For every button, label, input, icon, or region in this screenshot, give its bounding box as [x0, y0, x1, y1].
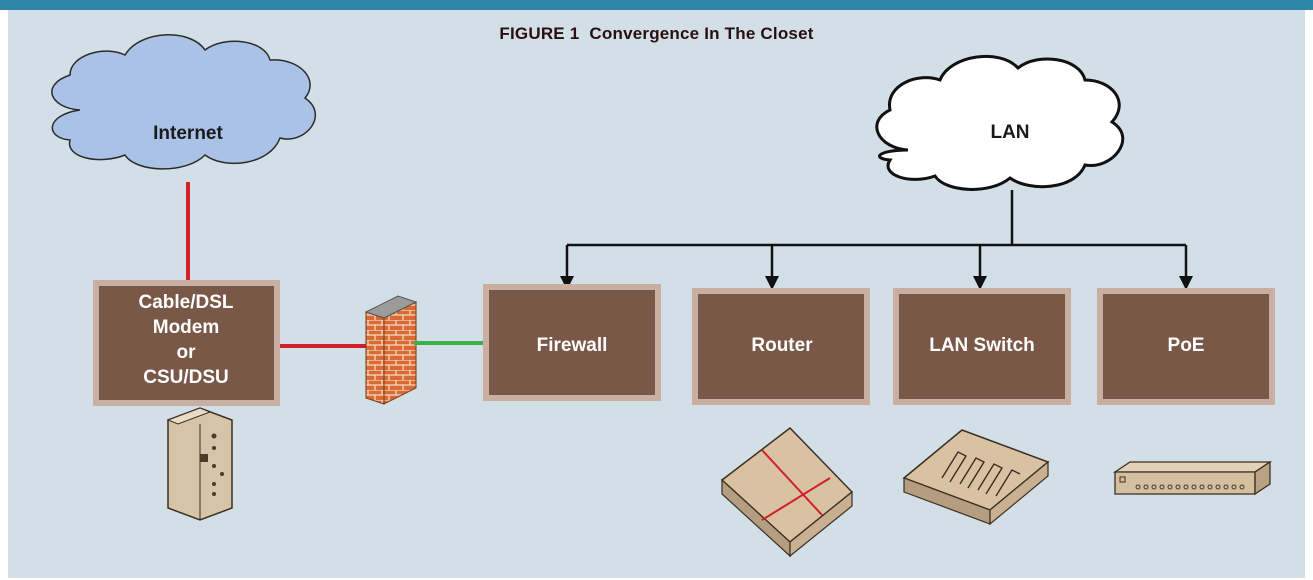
- internet-cloud: Internet: [51, 34, 317, 170]
- figure-title: FIGURE 1 Convergence In The Closet: [0, 24, 1313, 44]
- switch-device-icon: [902, 429, 1050, 526]
- modem-line-2: Modem: [153, 317, 220, 338]
- modem-line-4: CSU/DSU: [143, 367, 229, 388]
- lan-switch-box: LAN Switch: [893, 288, 1071, 405]
- router-box: Router: [692, 288, 870, 405]
- lan-distribution: [565, 190, 1188, 282]
- poe-box: PoE: [1097, 288, 1275, 405]
- internet-label: Internet: [153, 123, 223, 144]
- poe-device-icon: [1112, 460, 1273, 496]
- poe-ports: [1135, 484, 1245, 490]
- brick-wall-icon: [364, 295, 418, 405]
- top-accent-bar: [0, 0, 1313, 10]
- firewall-label: Firewall: [537, 335, 608, 356]
- modem-line-3: or: [177, 342, 197, 363]
- figure-number: FIGURE 1: [499, 24, 580, 43]
- router-label: Router: [751, 335, 813, 356]
- modem-line-1: Cable/DSL: [138, 292, 233, 313]
- figure-caption: Convergence In The Closet: [589, 24, 814, 43]
- router-device-icon: [720, 426, 854, 558]
- modem-box: Cable/DSL Modem or CSU/DSU: [93, 280, 280, 406]
- lan-switch-label: LAN Switch: [929, 335, 1035, 356]
- lan-label: LAN: [990, 122, 1029, 143]
- modem-tower-icon: [166, 407, 233, 521]
- lan-cloud: LAN: [875, 54, 1125, 191]
- lan-arrowheads: [560, 276, 1193, 290]
- poe-label: PoE: [1168, 335, 1205, 356]
- firewall-box: Firewall: [483, 284, 661, 401]
